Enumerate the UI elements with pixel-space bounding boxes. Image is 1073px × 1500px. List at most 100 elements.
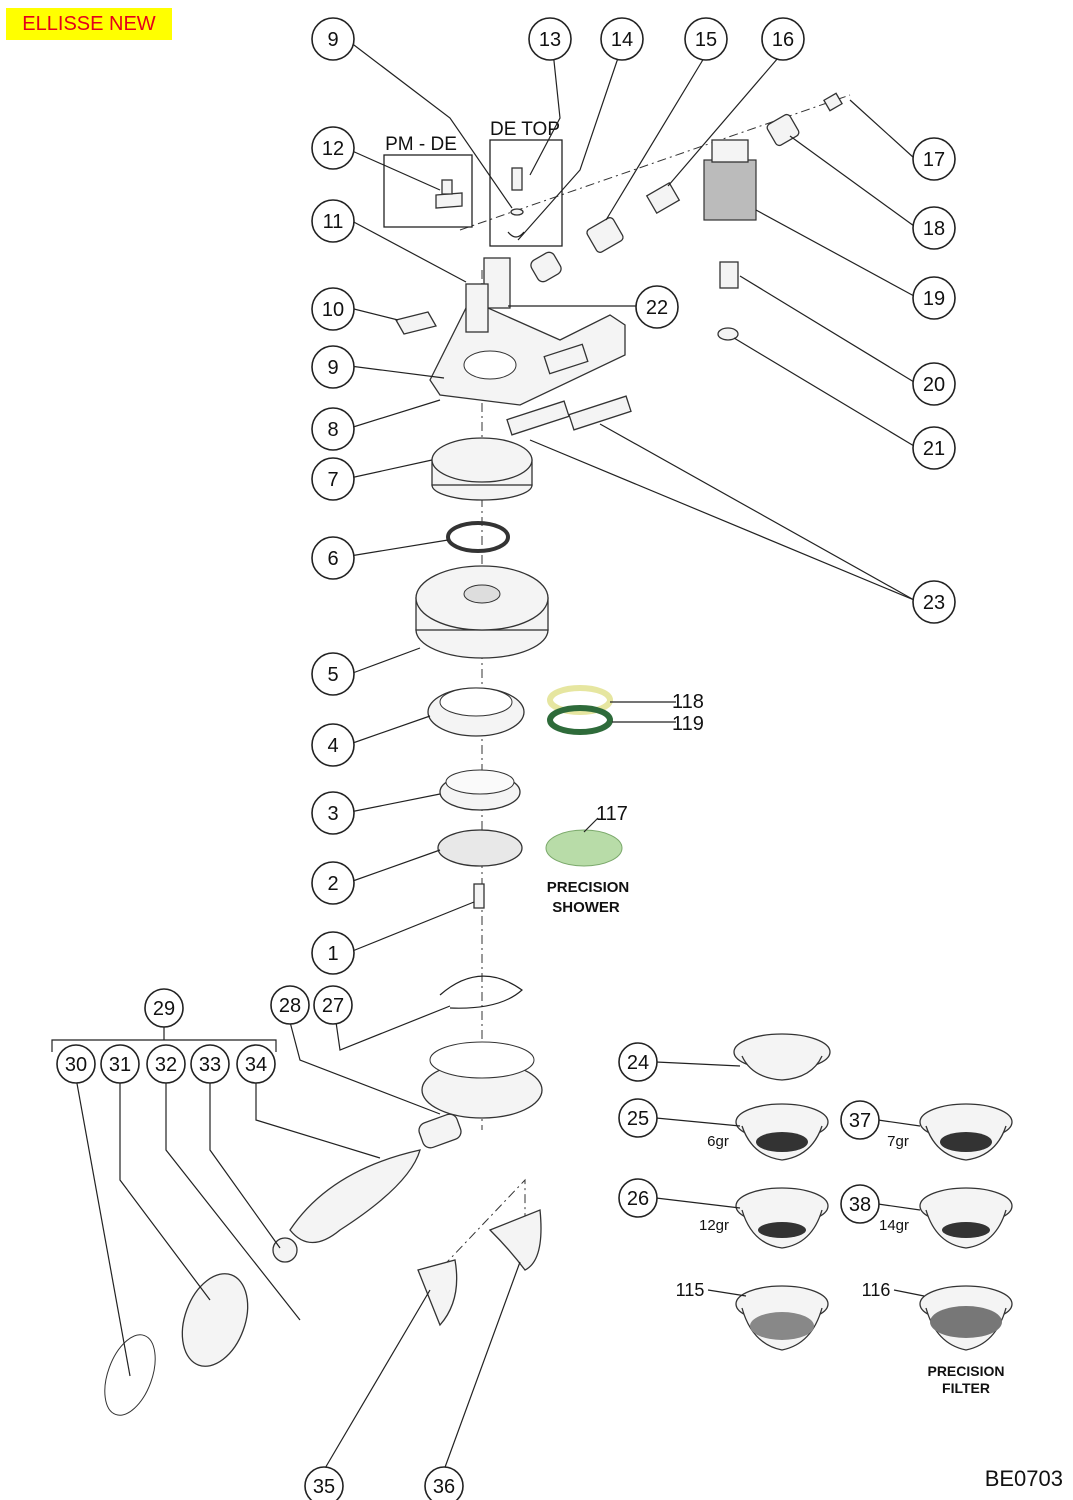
pm-de-box: PM - DE <box>383 134 473 228</box>
svg-text:9: 9 <box>327 357 338 379</box>
callout-8: 8 <box>311 407 355 451</box>
svg-text:11: 11 <box>323 211 344 233</box>
part-14-nut <box>530 251 562 283</box>
basket-37-dose-label: 7gr <box>887 1133 909 1150</box>
precision-shower-label-line2: SHOWER <box>552 899 620 916</box>
svg-text:8: 8 <box>327 419 338 441</box>
part-19-coil-top <box>711 139 749 163</box>
svg-text:1: 1 <box>327 943 338 965</box>
svg-text:27: 27 <box>322 995 344 1017</box>
filter-baskets <box>733 1033 1013 1351</box>
callout-37: 37 <box>840 1100 880 1140</box>
basket-38 <box>919 1187 1013 1249</box>
part-number-118: 118 <box>672 691 704 713</box>
part-2-shower-screen <box>437 829 523 867</box>
part-12-terminal <box>441 179 453 195</box>
callout-32: 32 <box>146 1044 186 1084</box>
part-number-117: 117 <box>596 803 628 825</box>
group-head-assembly <box>395 257 632 1009</box>
callout-35: 35 <box>304 1466 344 1500</box>
part-23-heater-a <box>506 400 570 436</box>
callout-16: 16 <box>761 17 805 61</box>
callout-29: 29 <box>144 988 184 1028</box>
part-10-screw <box>395 311 437 335</box>
callout-24: 24 <box>618 1042 658 1082</box>
part-17-plug <box>823 92 843 112</box>
svg-text:15: 15 <box>695 29 717 51</box>
basket-24 <box>733 1033 831 1081</box>
callout-20: 20 <box>912 362 956 406</box>
basket-38-dose-label: 14gr <box>879 1217 909 1234</box>
part-117-precision-shower <box>545 829 623 867</box>
callout-23: 23 <box>912 580 956 624</box>
basket-26 <box>735 1187 829 1249</box>
svg-text:24: 24 <box>627 1052 649 1074</box>
part-23-heater-b <box>568 395 632 431</box>
part-19-solenoid-valve <box>703 159 757 221</box>
pm-de-label: PM - DE <box>385 134 457 155</box>
part-number-115: 115 <box>676 1280 705 1300</box>
drawing-code: BE0703 <box>984 1466 1063 1491</box>
part-28-portafilter-top <box>429 1041 535 1079</box>
part-33-ring <box>272 1237 298 1263</box>
callout-1: 1 <box>311 931 355 975</box>
callout-26: 26 <box>618 1178 658 1218</box>
part-11-bolt <box>465 283 489 333</box>
svg-text:13: 13 <box>539 29 561 51</box>
callout-3: 3 <box>311 791 355 835</box>
part-35-spout-single <box>417 1259 458 1327</box>
svg-text:20: 20 <box>923 374 945 396</box>
basket-37 <box>919 1103 1013 1161</box>
svg-text:4: 4 <box>327 735 338 757</box>
svg-text:38: 38 <box>849 1194 871 1216</box>
svg-text:30: 30 <box>65 1054 87 1076</box>
part-3-disc-top <box>445 769 515 795</box>
part-21-clip <box>717 327 739 341</box>
svg-text:2: 2 <box>327 873 338 895</box>
part-27-spring <box>439 975 523 1009</box>
part-34-handle <box>289 1149 421 1243</box>
callout-12: 12 <box>311 126 355 170</box>
svg-text:7: 7 <box>327 469 338 491</box>
svg-text:6: 6 <box>327 548 338 570</box>
basket-25 <box>735 1103 829 1161</box>
de-top-label: DE TOP <box>490 119 560 140</box>
part-36-spout-double <box>488 1209 542 1271</box>
callout-14: 14 <box>600 17 644 61</box>
callout-30: 30 <box>56 1044 96 1084</box>
callout-25: 25 <box>618 1098 658 1138</box>
svg-text:28: 28 <box>279 995 301 1017</box>
callout-28: 28 <box>270 985 310 1025</box>
svg-text:3: 3 <box>327 803 338 825</box>
precision-shower-label-line1: PRECISION <box>547 879 630 896</box>
callout-36: 36 <box>424 1466 464 1500</box>
part-9-washer-top <box>510 208 524 216</box>
svg-text:19: 19 <box>923 288 945 310</box>
callout-21: 21 <box>912 426 956 470</box>
part-1-screw <box>473 883 485 909</box>
de-top-box: DE TOP <box>489 119 563 247</box>
part-12-switch <box>435 192 463 209</box>
precision-filter-label-line2: FILTER <box>942 1380 990 1396</box>
callout-17: 17 <box>912 137 956 181</box>
part-4-ring-inner <box>439 687 513 717</box>
svg-text:34: 34 <box>245 1054 267 1076</box>
callout-9: 9 <box>311 345 355 389</box>
svg-text:25: 25 <box>627 1108 649 1130</box>
svg-text:18: 18 <box>923 218 945 240</box>
svg-text:16: 16 <box>772 29 794 51</box>
svg-text:5: 5 <box>327 664 338 686</box>
model-title-badge: ELLISSE NEW <box>6 8 172 40</box>
callout-31: 31 <box>100 1044 140 1084</box>
part-118-gasket <box>547 685 613 715</box>
portafilter-assembly <box>104 1041 543 1416</box>
part-28-spout <box>418 1113 462 1149</box>
part-15-fitting <box>586 217 624 253</box>
callout-10: 10 <box>311 287 355 331</box>
svg-text:22: 22 <box>646 297 668 319</box>
handle-axis-line <box>429 1178 526 1281</box>
callout-13: 13 <box>528 17 572 61</box>
callout-5: 5 <box>311 652 355 696</box>
svg-text:21: 21 <box>923 438 945 460</box>
callout-18: 18 <box>912 206 956 250</box>
